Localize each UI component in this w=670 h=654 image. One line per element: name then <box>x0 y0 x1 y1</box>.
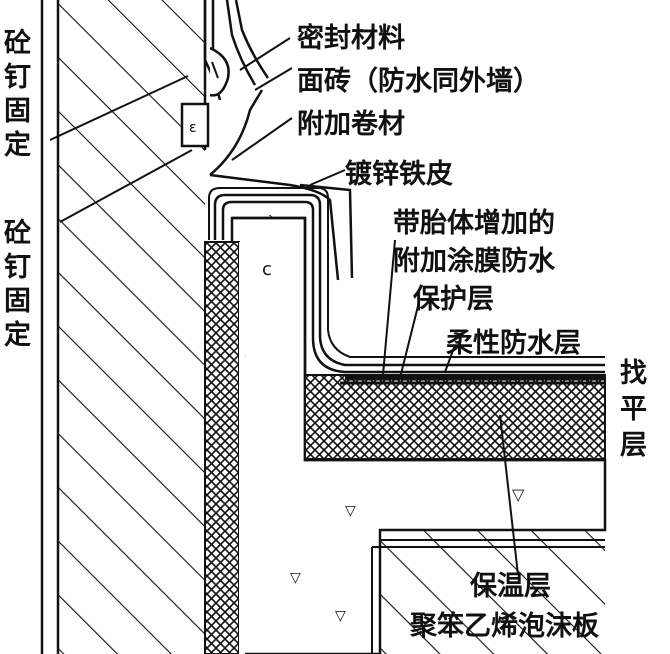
svg-text:ε: ε <box>189 120 197 136</box>
exterior-wall <box>56 0 207 654</box>
horizontal-insulation-board <box>304 374 606 460</box>
label-protective-layer: 保护层 <box>412 284 494 315</box>
label-nail-bottom-2: 钉 <box>4 252 31 283</box>
label-nail-top-2: 钉 <box>4 62 31 93</box>
svg-text:▽: ▽ <box>290 570 301 586</box>
svg-text:▽: ▽ <box>335 608 346 624</box>
vertical-insulation-strip <box>204 241 240 654</box>
galvanized-flashing <box>209 89 354 281</box>
label-sealant: 密封材料 <box>297 22 405 54</box>
label-extra-membrane: 附加卷材 <box>297 109 405 140</box>
label-tile: 面砖（防水同外墙） <box>297 66 540 97</box>
svg-text:▽: ▽ <box>512 485 525 504</box>
svg-text:c: c <box>262 259 272 280</box>
sealant-blob <box>209 46 230 97</box>
label-nail-top-4: 定 <box>4 129 31 161</box>
labels: 密封材料 面砖（防水同外墙） 附加卷材 镀锌铁皮 带胎体增加的 附加涂膜防水 保… <box>4 22 647 642</box>
label-reinforced-coating-1: 带胎体增加的 <box>393 207 555 239</box>
label-nail-bottom-1: 砼 <box>4 218 31 249</box>
label-eps-board: 聚笨乙烯泡沫板 <box>409 610 599 642</box>
label-leveling-3: 层 <box>620 430 647 461</box>
leader-lines <box>49 37 591 576</box>
label-flexible-waterproof: 柔性防水层 <box>446 328 581 359</box>
label-galvanized-sheet: 镀锌铁皮 <box>345 159 453 190</box>
label-reinforced-coating-2: 附加涂膜防水 <box>393 245 556 277</box>
label-insulation: 保温层 <box>469 571 551 602</box>
waterproof-layers <box>208 187 605 385</box>
label-leveling-1: 找 <box>620 358 647 389</box>
label-nail-bottom-4: 定 <box>4 319 31 351</box>
gap <box>239 242 245 654</box>
label-nail-top-1: 砼 <box>4 28 31 59</box>
label-nail-top-3: 固 <box>4 96 31 127</box>
label-leveling-2: 平 <box>620 394 647 425</box>
nail-anchor-block: ε <box>180 102 210 148</box>
svg-text:▽: ▽ <box>345 503 356 519</box>
label-nail-bottom-3: 固 <box>4 286 31 317</box>
